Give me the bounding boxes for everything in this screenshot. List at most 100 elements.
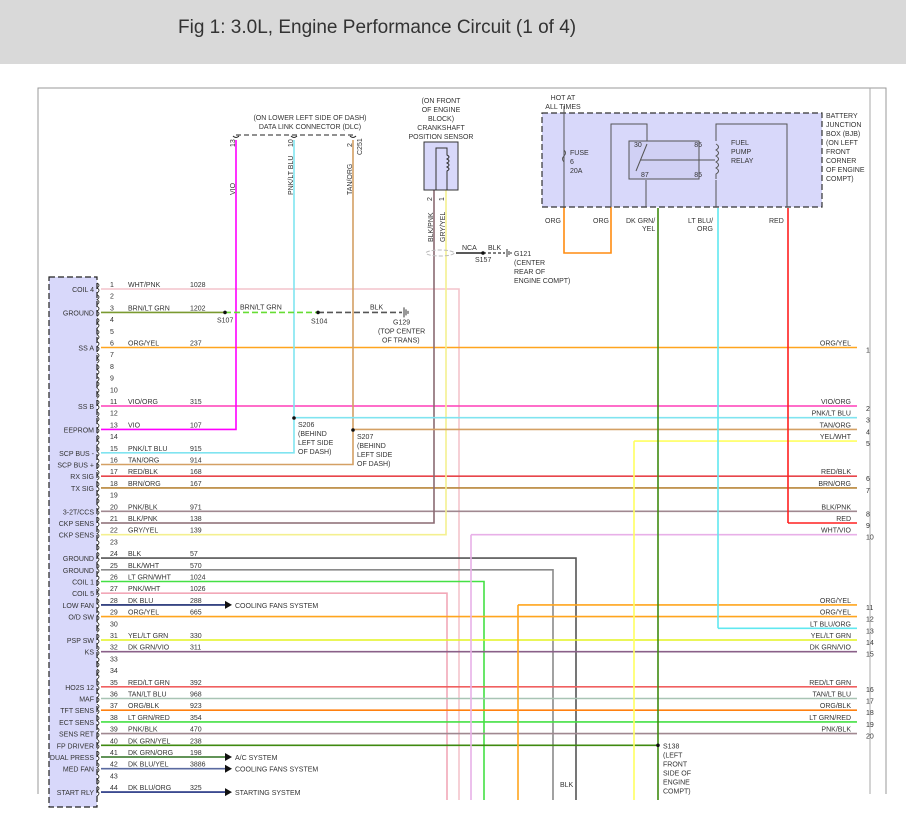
right-wire-label: RED [836,516,851,523]
pin-label: LOW FAN [62,603,94,610]
circuit-number: 139 [190,528,202,535]
splice-location: OF DASH) [298,449,331,456]
wire-color-label: TAN/ORG [128,458,159,465]
pin-label: GROUND [63,556,94,563]
pin-contact [96,376,100,387]
pin-contact [96,411,100,423]
ground-icon [506,249,512,257]
wire-color-label: PNK/BLK [128,504,158,511]
sensor-coil-icon [435,147,450,190]
pin-number: 13 [110,422,118,429]
dlc-pin-contact [290,135,298,138]
pin-number: 44 [110,785,118,792]
wire-color-label: TAN/LT BLU [128,692,167,699]
right-terminal-number: 1 [866,348,870,355]
circuit-number: 1026 [190,586,206,593]
pin-label: RX SIG [70,474,94,481]
pin-contact [96,680,100,692]
pin-number: 36 [110,692,118,699]
pin-contact [96,446,100,458]
pin-number: 3 [110,305,114,312]
bjb-wire-label: ORG [697,226,713,233]
wire-color-label: YEL/LT GRN [128,633,168,640]
ckp-label: BLOCK) [428,116,454,123]
circuit-number: 311 [190,645,201,652]
ground-label: G129 [393,319,410,326]
pin-number: 33 [110,656,118,663]
pin-number: 26 [110,575,118,582]
pin-label: SS A [78,346,94,353]
right-wire-label: RED/BLK [821,469,851,476]
bjb-label: BOX (BJB) [826,131,860,138]
bjb-wire-label: ORG [593,218,609,225]
ckp-wire-label: GRY/YEL [440,212,447,242]
connector-label: C251 [357,138,364,155]
pin-number: 41 [110,750,118,757]
splice-label: S207 [357,434,373,441]
splice-location: (BEHIND [298,431,327,438]
pin-number: 18 [110,481,118,488]
fuse-label: 20A [570,168,583,175]
splice-s157 [481,251,485,255]
circuit-number: 354 [190,715,202,722]
splice-location: LEFT SIDE [357,452,393,459]
splice-location: FRONT [663,761,688,768]
pin-number: 8 [110,364,114,371]
splice-s138 [656,743,660,748]
destination-label: A/C SYSTEM [235,755,278,762]
splice-location: COMPT) [663,788,691,795]
pin-contact [96,364,100,376]
arrow-icon [225,788,232,797]
right-terminal-number: 2 [866,406,870,413]
right-wire-label: LT BLU/ORG [810,621,851,628]
pin-number: 30 [110,621,118,628]
pin-contact [96,481,100,493]
pin-number: 42 [110,762,118,769]
pin-label: FP DRIVER [57,743,94,750]
pin-contact [96,563,100,575]
destination-label: COOLING FANS SYSTEM [235,767,318,774]
hot-at-all-times-label: ALL TIMES [545,104,581,111]
splice-label: S104 [311,318,327,325]
circuit-number: 288 [190,598,202,605]
bjb-wire-label: DK GRN/ [626,218,655,225]
relay-label: FUEL [731,140,749,147]
right-wire-label: PNK/LT BLU [812,411,851,418]
right-terminal-number: 4 [866,429,870,436]
ckp-label: (ON FRONT [422,98,462,105]
pin-contact [96,458,100,469]
pin-label: MAF [79,697,94,704]
pin-contact [96,306,100,317]
bjb-label: BATTERY [826,113,858,120]
wire-color-label: NCA [462,245,477,252]
wire-color-label: BRN/LT GRN [240,304,282,311]
pin-contact [96,785,100,797]
pin-label: EEPROM [64,427,95,434]
ground-location: OF TRANS) [382,337,420,344]
pin-number: 32 [110,645,118,652]
pin-label: CKP SENS [59,521,95,528]
circuit-number: 1028 [190,282,206,289]
wire-color-label: DK BLU [128,598,153,605]
circuit-number: 107 [190,422,202,429]
circuit-number: 168 [190,469,202,476]
pin-contact [96,493,100,504]
pin-contact [96,586,100,598]
right-wire-label: WHT/VIO [821,528,851,535]
wire-color-label: RED/LT GRN [128,680,170,687]
circuit-number: 470 [190,727,202,734]
right-wire-label: VIO/ORG [821,399,851,406]
pin-contact [96,329,100,341]
pin-contact [96,715,100,727]
pin-number: 6 [110,341,114,348]
pin-label: HO2S 12 [65,685,94,692]
pin-number: 24 [110,551,118,558]
pin-contact [96,750,100,762]
hot-at-all-times-label: HOT AT [551,95,576,102]
pin-contact [96,282,100,294]
pin-contact [96,657,100,668]
wire-pin-16 [101,140,354,466]
pin-contact [96,423,100,434]
relay-circuit [610,123,788,207]
